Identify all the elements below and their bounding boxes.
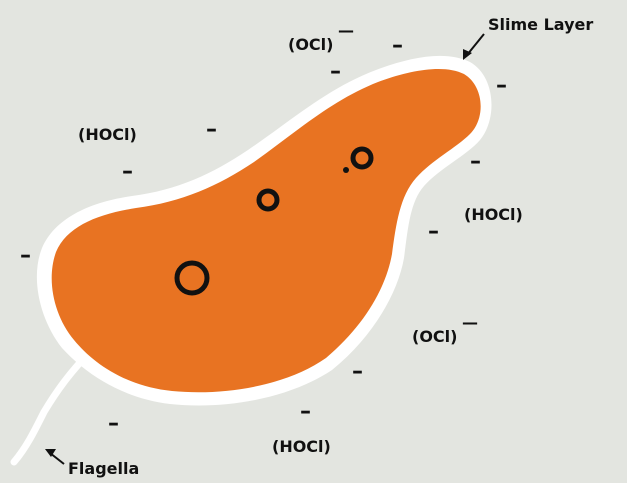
ocl-right-label: (OCl) —: [412, 313, 478, 346]
flagella-label: Flagella: [68, 459, 139, 478]
negative-charge: –: [122, 159, 133, 184]
slime-layer-label: Slime Layer: [488, 15, 593, 34]
negative-charge: –: [428, 219, 439, 244]
negative-charge: –: [300, 399, 311, 424]
ocl-top-superscript: —: [338, 21, 354, 40]
negative-charge: –: [108, 411, 119, 436]
slime-layer-arrow: [463, 34, 484, 60]
negative-charge: –: [20, 243, 31, 268]
hocl-bottom-label: (HOCl): [272, 437, 331, 456]
hocl-left-label: (HOCl): [78, 125, 137, 144]
negative-charge: –: [496, 73, 507, 98]
negative-charge: –: [392, 33, 403, 58]
negative-charge: –: [206, 117, 217, 142]
negative-charge: –: [330, 59, 341, 84]
organelle-dot: [343, 167, 349, 173]
flagella-arrow: [45, 449, 64, 464]
ocl-right-text: (OCl): [412, 327, 457, 346]
negative-charge: –: [352, 359, 363, 384]
ocl-top-label: (OCl) —: [288, 21, 354, 54]
ocl-right-superscript: —: [462, 313, 478, 332]
flagella-tail: [14, 350, 92, 462]
hocl-right-label: (HOCl): [464, 205, 523, 224]
ocl-top-text: (OCl): [288, 35, 333, 54]
negative-charge: –: [470, 149, 481, 174]
